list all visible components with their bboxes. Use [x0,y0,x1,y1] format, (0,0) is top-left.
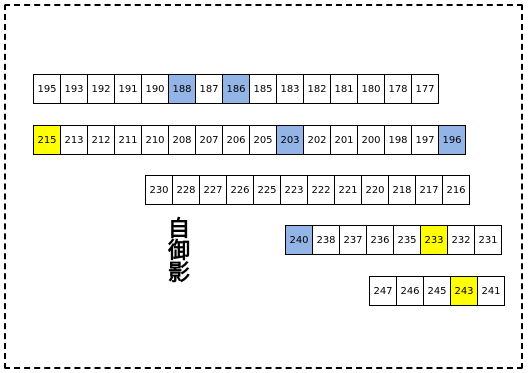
parking-space: 200 [357,125,385,155]
lot-boundary [4,4,523,369]
parking-space: 218 [388,175,416,205]
parking-space: 217 [415,175,443,205]
parking-space: 205 [249,125,277,155]
parking-space: 215 [33,125,61,155]
parking-space: 192 [87,74,115,104]
parking-space: 188 [168,74,196,104]
parking-space: 225 [253,175,281,205]
parking-space: 233 [420,225,448,255]
area-label-line-2: 御 [167,238,190,264]
area-label-line-1: 自 [167,216,190,242]
area-label: 自 御 影 [157,218,201,284]
parking-space: 237 [339,225,367,255]
area-label-line-3: 影 [167,260,190,286]
parking-space: 240 [285,225,313,255]
parking-space: 245 [423,276,451,306]
parking-space: 182 [303,74,331,104]
parking-space: 203 [276,125,304,155]
parking-space: 198 [384,125,412,155]
parking-space: 210 [141,125,169,155]
parking-space: 213 [60,125,88,155]
parking-space: 228 [172,175,200,205]
parking-space: 222 [307,175,335,205]
parking-space: 187 [195,74,223,104]
parking-space: 231 [474,225,502,255]
parking-space: 207 [195,125,223,155]
parking-space: 186 [222,74,250,104]
parking-space: 206 [222,125,250,155]
parking-space: 236 [366,225,394,255]
parking-space: 226 [226,175,254,205]
parking-space: 227 [199,175,227,205]
parking-space: 211 [114,125,142,155]
parking-space: 238 [312,225,340,255]
parking-space: 241 [477,276,505,306]
parking-space: 230 [145,175,173,205]
parking-space: 185 [249,74,277,104]
parking-space: 193 [60,74,88,104]
parking-space: 201 [330,125,358,155]
parking-space: 196 [438,125,466,155]
parking-space: 195 [33,74,61,104]
parking-space: 246 [396,276,424,306]
parking-space: 202 [303,125,331,155]
parking-space: 212 [87,125,115,155]
parking-space: 177 [411,74,439,104]
parking-space: 208 [168,125,196,155]
parking-space: 220 [361,175,389,205]
parking-space: 243 [450,276,478,306]
parking-space: 216 [442,175,470,205]
parking-space: 183 [276,74,304,104]
parking-space: 178 [384,74,412,104]
parking-space: 197 [411,125,439,155]
parking-space: 247 [369,276,397,306]
parking-space: 221 [334,175,362,205]
parking-space: 180 [357,74,385,104]
parking-space: 232 [447,225,475,255]
parking-space: 235 [393,225,421,255]
parking-space: 191 [114,74,142,104]
parking-space: 223 [280,175,308,205]
parking-space: 181 [330,74,358,104]
parking-space: 190 [141,74,169,104]
